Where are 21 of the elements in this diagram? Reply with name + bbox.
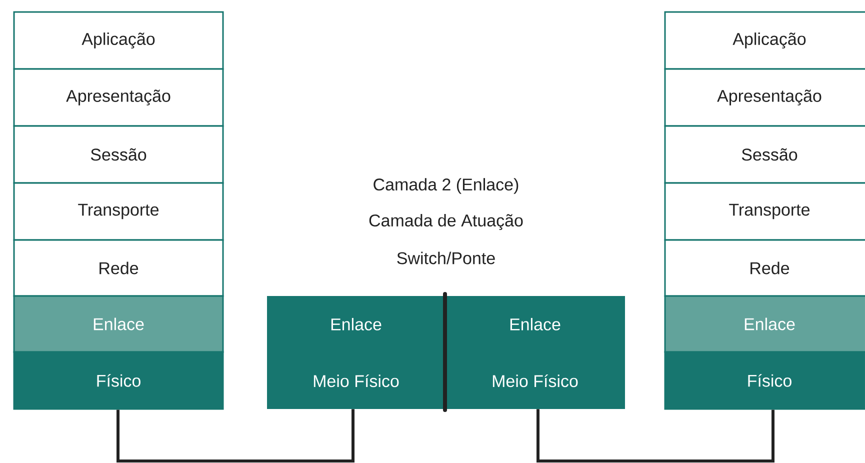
layer-box: Rede [13,239,224,297]
layer-box: Sessão [664,125,865,184]
layer-box: Rede [664,239,865,297]
layer-box: Sessão [13,125,224,184]
layer-box: Aplicação [664,11,865,70]
layer-box: Apresentação [664,68,865,127]
switch-port-box: Enlace Meio Físico [445,296,625,409]
layer-box: Aplicação [13,11,224,70]
caption-text: Switch/Ponte [397,252,495,264]
caption-text: Camada de Atuação [369,214,523,230]
layer-box: Apresentação [13,68,224,127]
layer-box: Físico [13,351,224,410]
layer-box: Transporte [13,182,224,241]
switch-port-box: Enlace Meio Físico [267,296,445,409]
layer-box: Transporte [664,182,865,241]
layer-box: Enlace [664,295,865,353]
cable-line [536,409,774,462]
caption-text: Camada 2 (Enlace) [374,178,518,194]
layer-box: Enlace [13,295,224,353]
cable-line [116,409,354,462]
layer-box: Físico [664,351,865,410]
